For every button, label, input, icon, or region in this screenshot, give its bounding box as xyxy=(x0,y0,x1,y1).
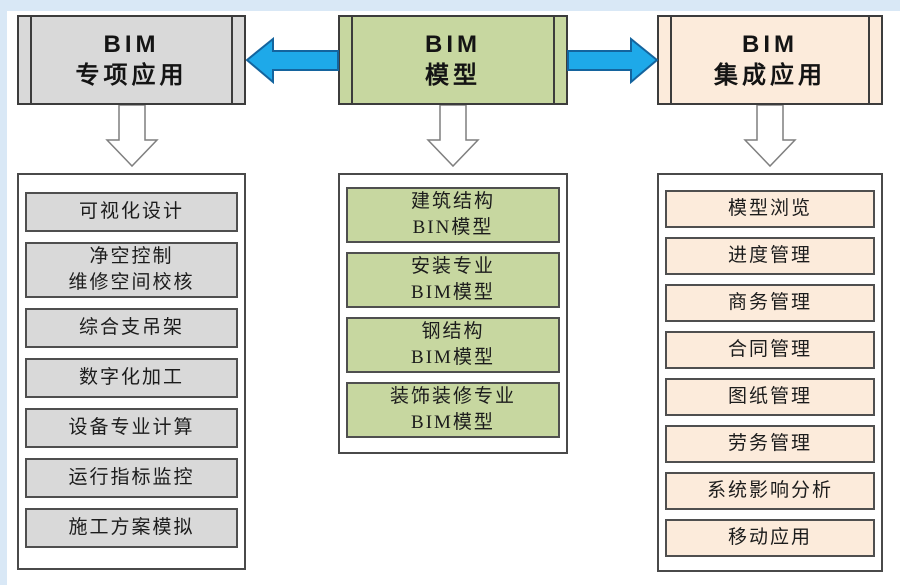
list-item: 设备专业计算 xyxy=(25,408,238,448)
list-panel-special-apps: 可视化设计 净空控制 维修空间校核 综合支吊架 数字化加工 设备专业计算 运行指… xyxy=(17,173,246,570)
list-item: 安装专业 BIM模型 xyxy=(346,252,560,308)
list-item: 综合支吊架 xyxy=(25,308,238,348)
flow-arrow-down-icon xyxy=(104,105,159,168)
column-bim-integrated-apps: BIM 集成应用 模型浏览 进度管理 商务管理 合同管理 图纸管理 劳务管理 系… xyxy=(657,15,883,572)
column-bim-special-apps: BIM 专项应用 可视化设计 净空控制 维修空间校核 综合支吊架 数字化加工 设… xyxy=(17,15,246,570)
flow-arrow-right-icon xyxy=(567,37,658,84)
list-item: 施工方案模拟 xyxy=(25,508,238,548)
list-item: 建筑结构 BIN模型 xyxy=(346,187,560,243)
list-item: 图纸管理 xyxy=(665,378,875,416)
list-item: 数字化加工 xyxy=(25,358,238,398)
list-item: 净空控制 维修空间校核 xyxy=(25,242,238,298)
header-box-integrated-apps: BIM 集成应用 xyxy=(657,15,883,105)
list-item: 进度管理 xyxy=(665,237,875,275)
list-item: 劳务管理 xyxy=(665,425,875,463)
list-item: 系统影响分析 xyxy=(665,472,875,510)
list-item: 模型浏览 xyxy=(665,190,875,228)
header-box-bim-model: BIM 模型 xyxy=(338,15,568,105)
flow-arrow-left-icon xyxy=(246,37,339,84)
column-bim-model: BIM 模型 建筑结构 BIN模型 安装专业 BIM模型 钢结构 BIM模型 装… xyxy=(338,15,568,454)
list-item: 商务管理 xyxy=(665,284,875,322)
list-item: 钢结构 BIM模型 xyxy=(346,317,560,373)
flow-arrow-down-icon xyxy=(743,105,797,168)
header-label: BIM 集成应用 xyxy=(714,31,826,89)
header-box-special-apps: BIM 专项应用 xyxy=(17,15,246,105)
list-panel-bim-model: 建筑结构 BIN模型 安装专业 BIM模型 钢结构 BIM模型 装饰装修专业 B… xyxy=(338,173,568,454)
header-label: BIM 模型 xyxy=(425,31,481,89)
list-item: 装饰装修专业 BIM模型 xyxy=(346,382,560,438)
flow-arrow-down-icon xyxy=(426,105,480,168)
list-item: 移动应用 xyxy=(665,519,875,557)
list-item: 合同管理 xyxy=(665,331,875,369)
header-label: BIM 专项应用 xyxy=(75,31,188,89)
list-item: 运行指标监控 xyxy=(25,458,238,498)
list-item: 可视化设计 xyxy=(25,192,238,232)
list-panel-integrated-apps: 模型浏览 进度管理 商务管理 合同管理 图纸管理 劳务管理 系统影响分析 移动应… xyxy=(657,173,883,572)
